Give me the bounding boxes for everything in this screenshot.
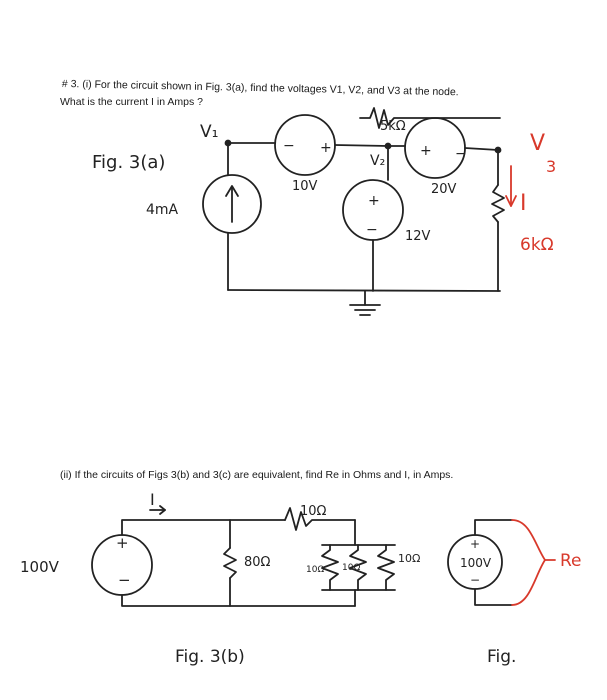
vs-100v-c-label: 100V	[460, 556, 492, 570]
current-source-label: 4mA	[146, 202, 179, 218]
re-label: Re	[560, 551, 582, 571]
current-i-label: I	[520, 191, 527, 216]
resistor-10c-label: 10Ω	[398, 552, 420, 565]
vs-12v-label: 12V	[405, 229, 431, 244]
node-v3-dot	[494, 146, 502, 154]
vs100c-minus: −	[470, 573, 480, 587]
vs20-minus: −	[455, 146, 467, 162]
vs10-minus: −	[283, 138, 295, 154]
node-v3-letter: V	[530, 131, 545, 156]
node-v1-dot	[224, 139, 232, 147]
part-ii-text: (ii) If the circuits of Figs 3(b) and 3(…	[60, 469, 454, 481]
resistor-10b-label: 10Ω	[342, 563, 360, 573]
resistor-10-top-label: 10Ω	[300, 504, 327, 519]
fig-3a-circuit	[202, 107, 505, 316]
node-v2-label: V₂	[370, 153, 385, 169]
fig-3a-label: Fig. 3(a)	[92, 152, 165, 173]
node-v2-dot	[384, 142, 392, 150]
vs20-plus: +	[420, 143, 432, 159]
fig-3c-circuit	[447, 519, 513, 606]
problem-line-2: What is the current I in Amps ?	[60, 96, 203, 108]
current-i-b-label: I	[150, 490, 155, 509]
re-bracket	[511, 519, 556, 606]
vs10-plus: +	[320, 140, 332, 156]
resistor-80-label: 80Ω	[244, 555, 271, 570]
current-i-arrow	[505, 165, 517, 207]
vs100b-plus: +	[116, 534, 129, 552]
fig-3c-label: Fig.	[487, 647, 516, 667]
vs-10v-label: 10V	[292, 179, 318, 194]
node-v3-sub: 3	[546, 157, 556, 176]
vs12-plus: +	[368, 193, 380, 209]
vs100c-plus: +	[470, 537, 480, 551]
vs12-minus: −	[366, 222, 378, 238]
current-source-4ma	[202, 174, 262, 234]
resistor-5k-label: 5kΩ	[380, 119, 406, 134]
fig-3b-label: Fig. 3(b)	[175, 647, 245, 667]
resistor-10a-label: 10Ω	[306, 565, 324, 575]
fig-3b-circuit	[91, 505, 396, 607]
node-v1-label: V₁	[200, 122, 218, 142]
vs-20v-label: 20V	[431, 182, 457, 197]
vs100b-minus: −	[118, 571, 131, 589]
resistor-6k-label: 6kΩ	[520, 235, 554, 255]
vs-100v-b-label: 100V	[20, 558, 60, 576]
